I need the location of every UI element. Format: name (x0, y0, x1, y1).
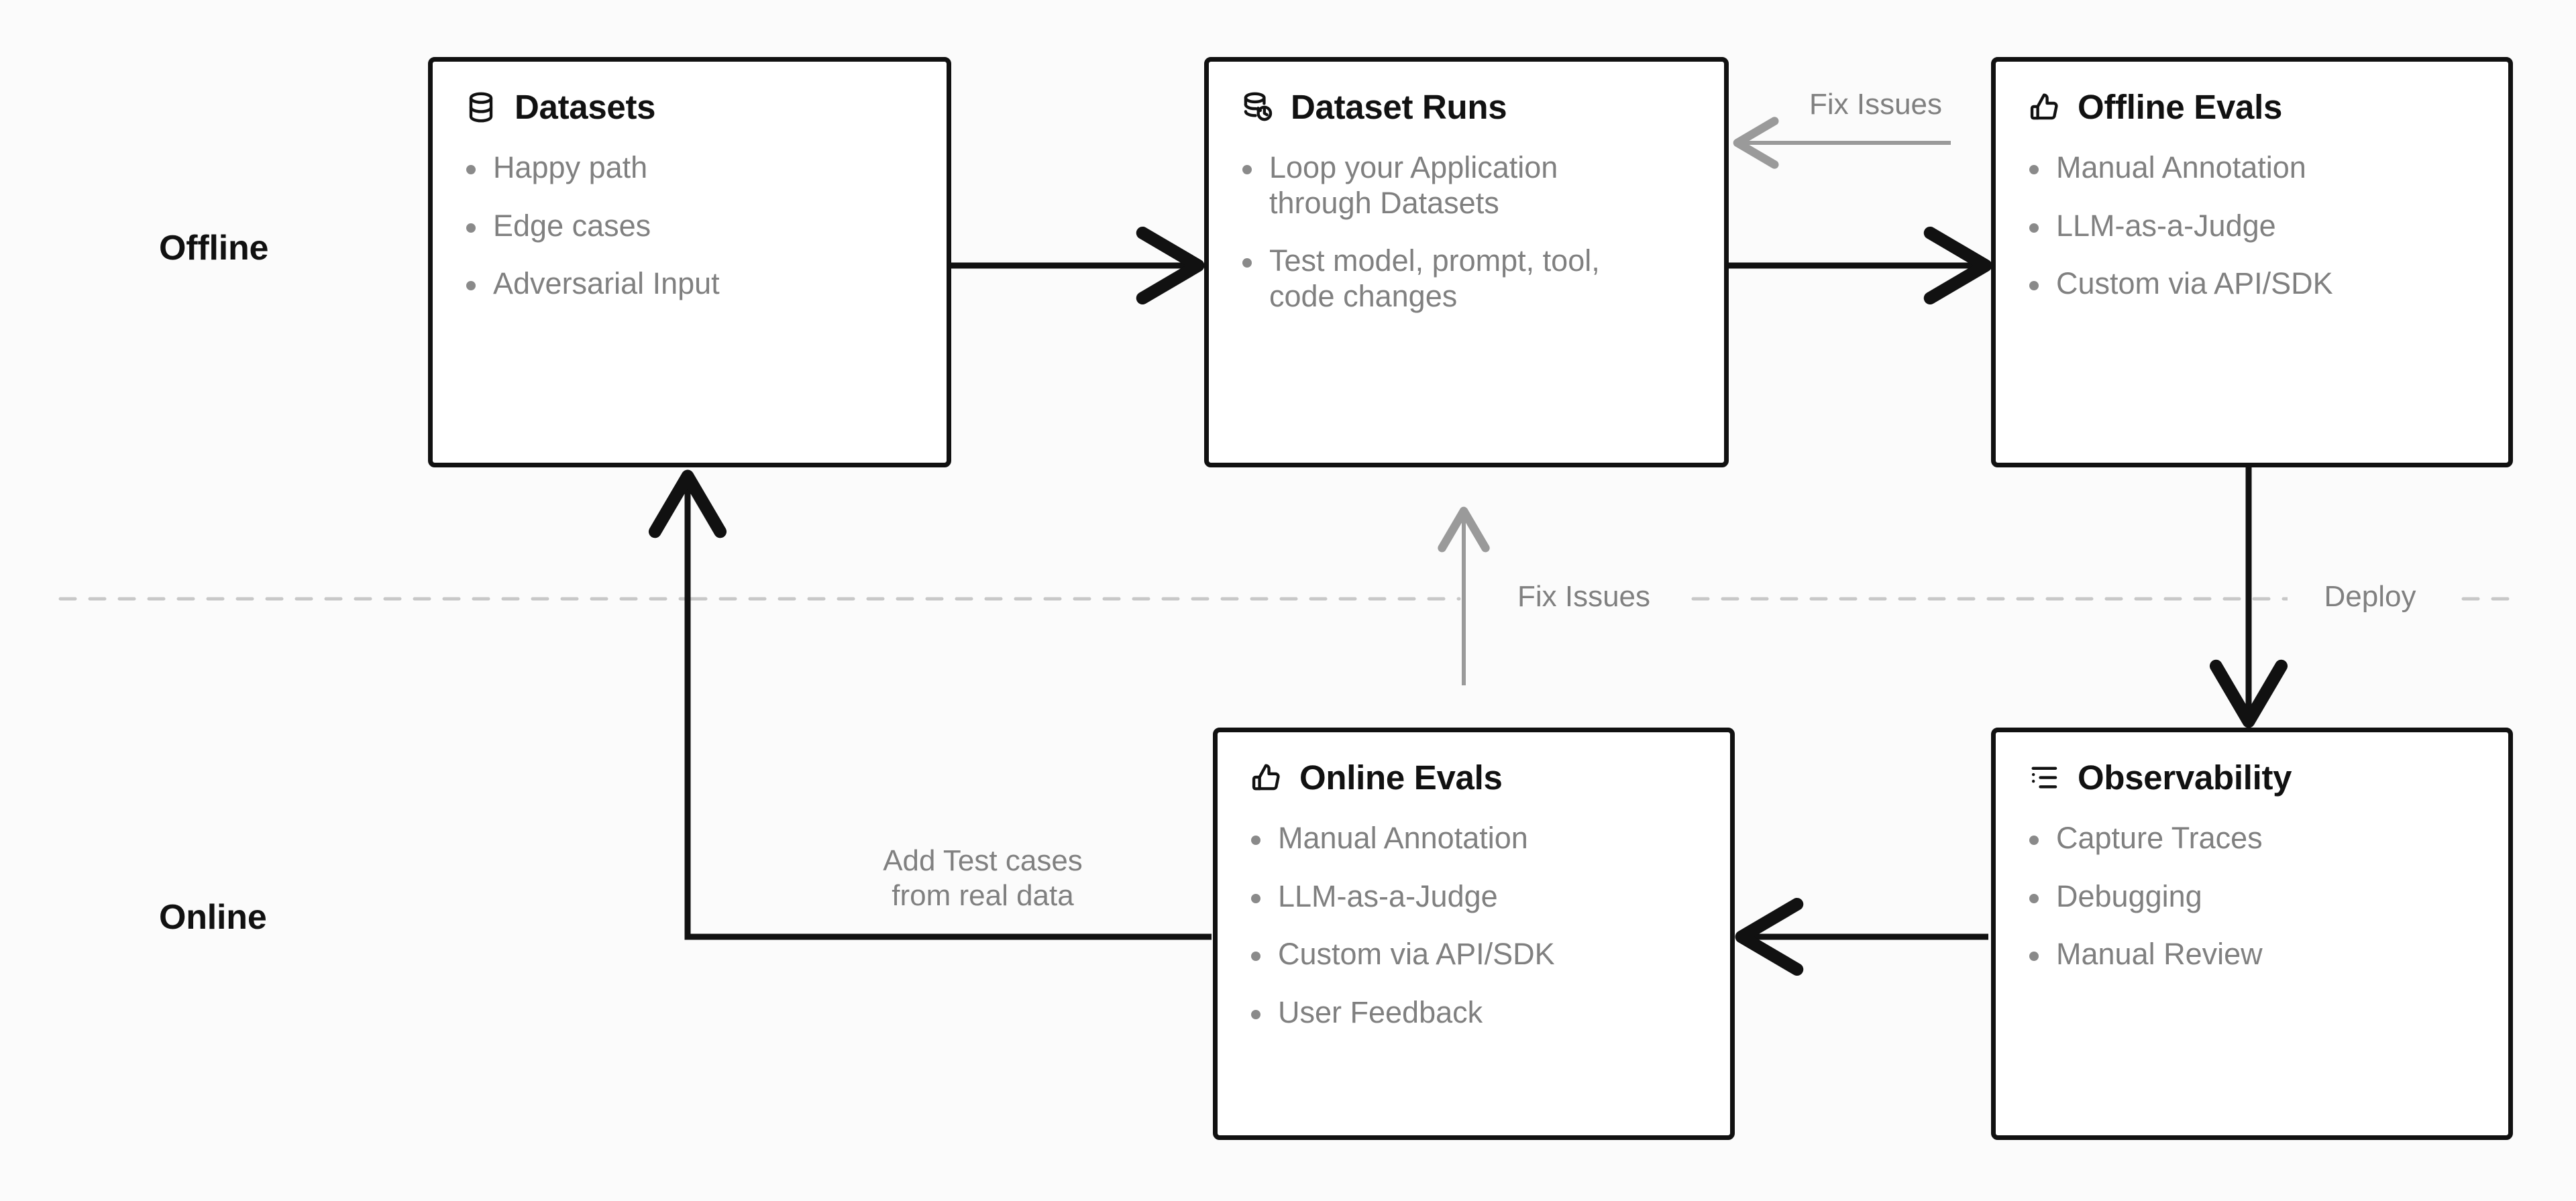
thumbs-up-icon (2025, 89, 2063, 126)
card-online-evals-bullets: Manual Annotation LLM-as-a-Judge Custom … (1247, 821, 1701, 1031)
list-item: Manual Review (2025, 937, 2479, 972)
card-online-evals-title: Online Evals (1299, 758, 1503, 797)
card-observability[interactable]: Observability Capture Traces Debugging M… (1991, 728, 2513, 1140)
card-offline-evals-header: Offline Evals (2025, 89, 2479, 126)
database-refresh-icon (1238, 89, 1276, 126)
card-observability-title: Observability (2078, 758, 2292, 797)
list-item: LLM-as-a-Judge (2025, 209, 2479, 244)
list-item: Happy path (462, 150, 917, 186)
arrow-add-test-cases (648, 469, 1212, 940)
card-offline-evals-bullets: Manual Annotation LLM-as-a-Judge Custom … (2025, 150, 2479, 302)
zone-label-online: Online (159, 898, 267, 937)
list-item: Capture Traces (2025, 821, 2479, 856)
card-online-evals-header: Online Evals (1247, 759, 1701, 797)
card-online-evals[interactable]: Online Evals Manual Annotation LLM-as-a-… (1213, 728, 1735, 1140)
database-icon (462, 89, 500, 126)
list-item: Custom via API/SDK (2025, 266, 2479, 302)
list-tree-icon (2025, 759, 2063, 797)
edge-label-fix-issues-offline: Fix Issues (1809, 88, 1943, 121)
zone-label-offline: Offline (159, 229, 269, 268)
list-item: Adversarial Input (462, 266, 917, 302)
card-datasets-bullets: Happy path Edge cases Adversarial Input (462, 150, 917, 302)
list-item: Debugging (2025, 879, 2479, 915)
card-datasets[interactable]: Datasets Happy path Edge cases Adversari… (428, 57, 951, 467)
list-item: Edge cases (462, 209, 917, 244)
list-item: Manual Annotation (1247, 821, 1701, 856)
list-item: Manual Annotation (2025, 150, 2479, 186)
card-observability-bullets: Capture Traces Debugging Manual Review (2025, 821, 2479, 972)
card-datasets-header: Datasets (462, 89, 917, 126)
list-item: Loop your Application through Datasets (1238, 150, 1695, 221)
card-dataset-runs-header: Dataset Runs (1238, 89, 1695, 126)
edge-label-fix-issues-online: Fix Issues (1486, 579, 1682, 614)
list-item: User Feedback (1247, 995, 1701, 1031)
list-item: Test model, prompt, tool, code changes (1238, 243, 1695, 314)
card-dataset-runs-bullets: Loop your Application through Datasets T… (1238, 150, 1695, 314)
card-offline-evals-title: Offline Evals (2078, 88, 2283, 127)
edge-label-deploy: Deploy (2288, 579, 2453, 614)
card-dataset-runs-title: Dataset Runs (1291, 88, 1507, 127)
thumbs-up-icon (1247, 759, 1285, 797)
list-item: Custom via API/SDK (1247, 937, 1701, 972)
card-observability-header: Observability (2025, 759, 2479, 797)
edge-label-add-test-cases: Add Test cases from real data (883, 844, 1083, 912)
card-datasets-title: Datasets (515, 88, 656, 127)
card-offline-evals[interactable]: Offline Evals Manual Annotation LLM-as-a… (1991, 57, 2513, 467)
card-dataset-runs[interactable]: Dataset Runs Loop your Application throu… (1204, 57, 1729, 467)
list-item: LLM-as-a-Judge (1247, 879, 1701, 915)
